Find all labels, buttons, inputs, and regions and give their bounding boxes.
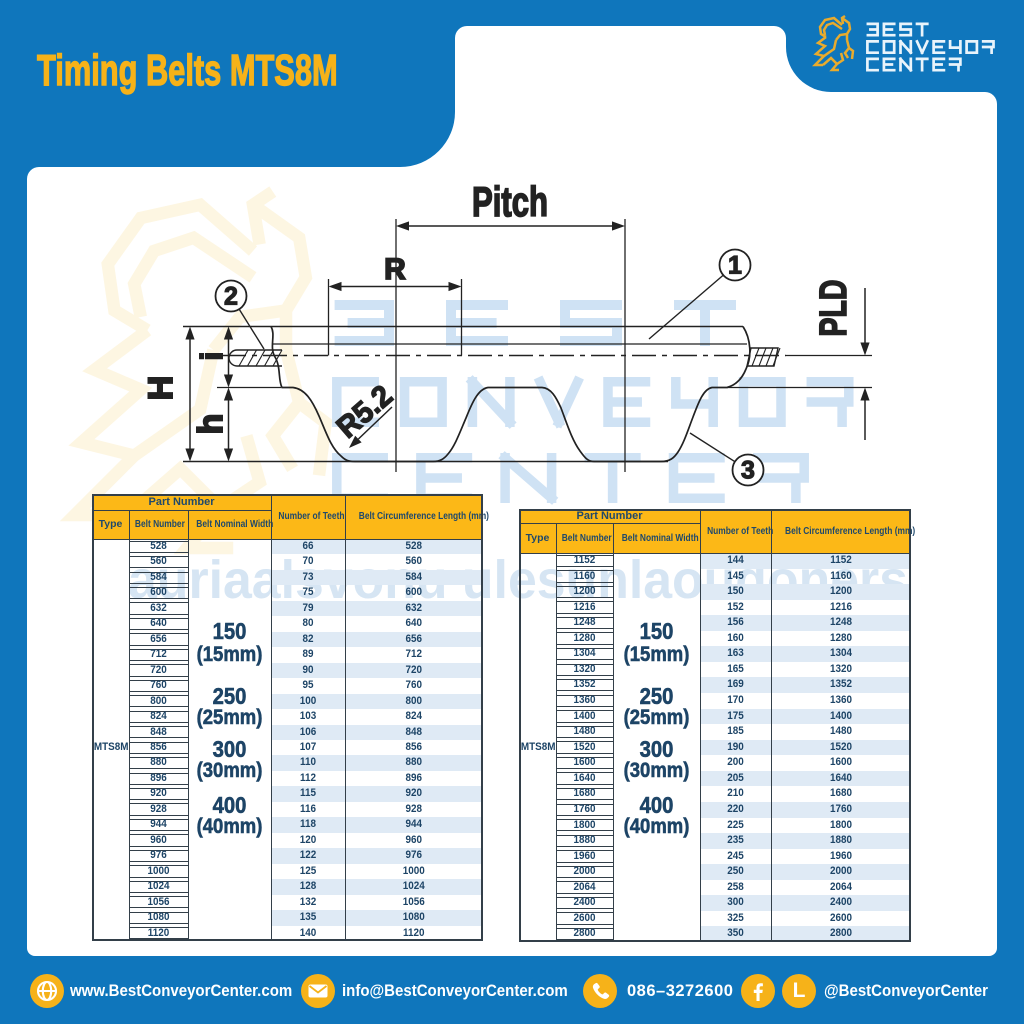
svg-text:H: H [142,376,180,401]
svg-text:3: 3 [741,457,755,485]
svg-text:i: i [194,352,229,361]
svg-text:h: h [192,414,230,435]
svg-text:Pitch: Pitch [472,178,548,225]
svg-text:R: R [384,253,406,286]
svg-text:R5.2: R5.2 [331,379,399,445]
svg-text:1: 1 [728,252,742,280]
svg-text:PLD: PLD [813,280,855,337]
svg-text:2: 2 [224,283,238,311]
